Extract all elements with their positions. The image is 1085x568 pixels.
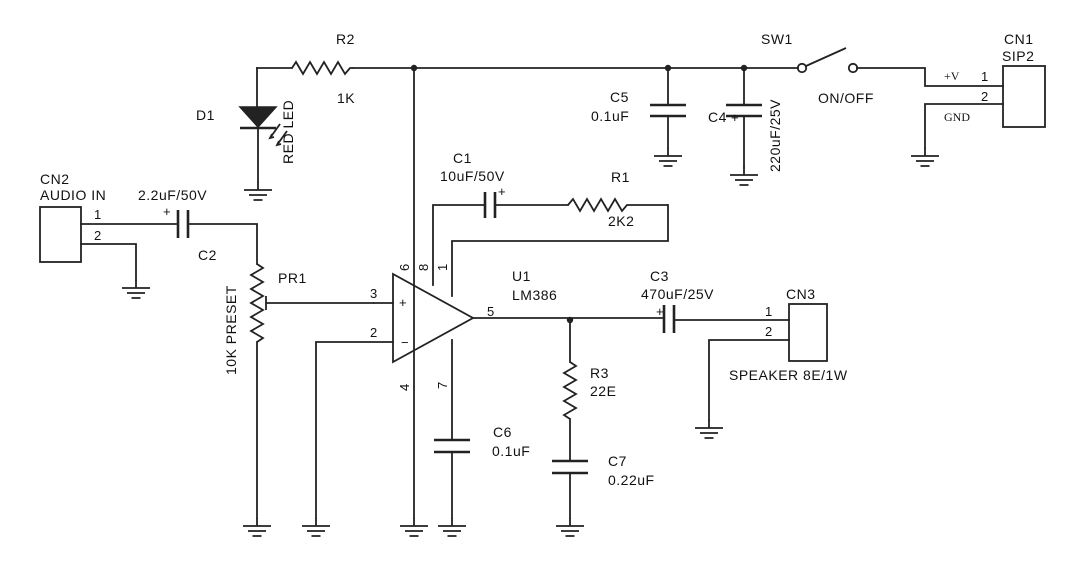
cn1-pin1: 1 bbox=[981, 69, 988, 84]
u1-pin-1: 1 bbox=[435, 264, 450, 271]
u1-ref: U1 bbox=[512, 268, 531, 284]
potentiometer-pr1: PR1 10K PRESET bbox=[223, 263, 374, 537]
cn2-ref: CN2 bbox=[40, 171, 70, 187]
ground-symbol bbox=[243, 181, 273, 201]
cn3-pin1: 1 bbox=[765, 304, 772, 319]
c7-ref: C7 bbox=[608, 453, 627, 469]
switch-sw1: SW1 ON/OFF bbox=[761, 31, 1004, 106]
capacitor-c5: C5 0.1uF bbox=[591, 89, 686, 167]
cn2-pin1: 1 bbox=[94, 207, 101, 222]
u1-pin-7: 7 bbox=[435, 382, 450, 389]
resistor-r1: R1 2K2 bbox=[567, 169, 668, 229]
sw1-ref: SW1 bbox=[761, 31, 793, 47]
cn1-pin2: 2 bbox=[981, 89, 988, 104]
u1-pin-6: 6 bbox=[397, 264, 412, 271]
u1-plus-sign: + bbox=[399, 295, 407, 310]
c2-ref: C2 bbox=[198, 247, 217, 263]
r1-ref: R1 bbox=[611, 169, 630, 185]
u1-pin-5: 5 bbox=[487, 304, 494, 319]
capacitor-c2: + 2.2uF/50V C2 bbox=[138, 187, 258, 265]
ground-symbol bbox=[437, 517, 467, 537]
cn3-ref: CN3 bbox=[786, 286, 816, 302]
c4-ref: C4 bbox=[708, 109, 727, 125]
ground-symbol bbox=[242, 517, 272, 537]
d1-ref: D1 bbox=[196, 107, 215, 123]
connector-cn2: CN2 AUDIO IN 1 2 bbox=[39, 171, 177, 299]
c2-polarity: + bbox=[163, 204, 171, 219]
capacitor-c3: + C3 470uF/25V bbox=[641, 268, 790, 333]
ground-symbol bbox=[729, 166, 759, 186]
c3-value: 470uF/25V bbox=[641, 286, 714, 302]
c1-ref: C1 bbox=[453, 150, 472, 166]
c1-polarity: + bbox=[498, 184, 506, 199]
c3-polarity: + bbox=[656, 304, 664, 319]
u1-minus-sign: − bbox=[401, 335, 409, 350]
u1-pin-8: 8 bbox=[416, 264, 431, 271]
resistor-r3: R3 22E bbox=[562, 319, 616, 461]
cn1-net-vplus: +V bbox=[944, 69, 960, 83]
r2-value: 1K bbox=[337, 90, 355, 106]
u1-pin-2: 2 bbox=[370, 325, 377, 340]
op-amp-u1: + − U1 LM386 3 2 6 4 8 1 7 5 bbox=[301, 67, 669, 537]
cn2-label: AUDIO IN bbox=[40, 187, 106, 203]
c7-value: 0.22uF bbox=[608, 472, 655, 488]
led-d1: D1 RED LED bbox=[196, 67, 296, 201]
ground-symbol bbox=[555, 517, 585, 537]
capacitor-c7: C7 0.22uF bbox=[552, 453, 655, 537]
u1-pin-4: 4 bbox=[397, 384, 412, 391]
c4-value: 220uF/25V bbox=[767, 99, 783, 172]
c6-ref: C6 bbox=[493, 424, 512, 440]
c3-ref: C3 bbox=[650, 268, 669, 284]
capacitor-c1: + C1 10uF/50V bbox=[440, 150, 569, 218]
c1-value: 10uF/50V bbox=[440, 168, 505, 184]
r1-value: 2K2 bbox=[608, 213, 634, 229]
supply-rail-wiring bbox=[256, 64, 799, 106]
capacitor-c4: C4 + 220uF/25V bbox=[708, 99, 783, 186]
cn3-label: SPEAKER 8E/1W bbox=[729, 367, 848, 383]
ground-symbol bbox=[653, 147, 683, 167]
ground-symbol bbox=[301, 517, 331, 537]
u1-pin-3: 3 bbox=[370, 286, 377, 301]
capacitor-c6: C6 0.1uF bbox=[434, 424, 530, 537]
cn3-pin2: 2 bbox=[765, 324, 772, 339]
ground-symbol bbox=[694, 419, 724, 439]
c5-value: 0.1uF bbox=[591, 108, 629, 124]
cn1-net-gnd: GND bbox=[944, 110, 970, 124]
u1-value: LM386 bbox=[512, 287, 557, 303]
c6-value: 0.1uF bbox=[492, 443, 530, 459]
r3-value: 22E bbox=[590, 383, 616, 399]
sw1-label: ON/OFF bbox=[818, 90, 874, 106]
cn2-pin2: 2 bbox=[94, 228, 101, 243]
connector-cn3: 1 2 CN3 SPEAKER 8E/1W bbox=[694, 286, 848, 439]
d1-value: RED LED bbox=[280, 100, 296, 164]
r3-ref: R3 bbox=[590, 365, 609, 381]
pr1-ref: PR1 bbox=[278, 270, 307, 286]
cn1-type: SIP2 bbox=[1002, 48, 1034, 64]
ground-symbol bbox=[910, 147, 940, 167]
resistor-r2: R2 1K bbox=[291, 31, 355, 106]
pr1-value: 10K PRESET bbox=[223, 285, 239, 375]
c4-polarity: + bbox=[731, 110, 739, 125]
r2-ref: R2 bbox=[336, 31, 355, 47]
ground-symbol bbox=[121, 279, 151, 299]
c5-ref: C5 bbox=[610, 89, 629, 105]
ground-symbol bbox=[399, 517, 429, 537]
connector-cn1: CN1 SIP2 1 2 +V GND bbox=[910, 31, 1046, 167]
cn1-ref: CN1 bbox=[1004, 31, 1034, 47]
c2-value: 2.2uF/50V bbox=[138, 187, 207, 203]
